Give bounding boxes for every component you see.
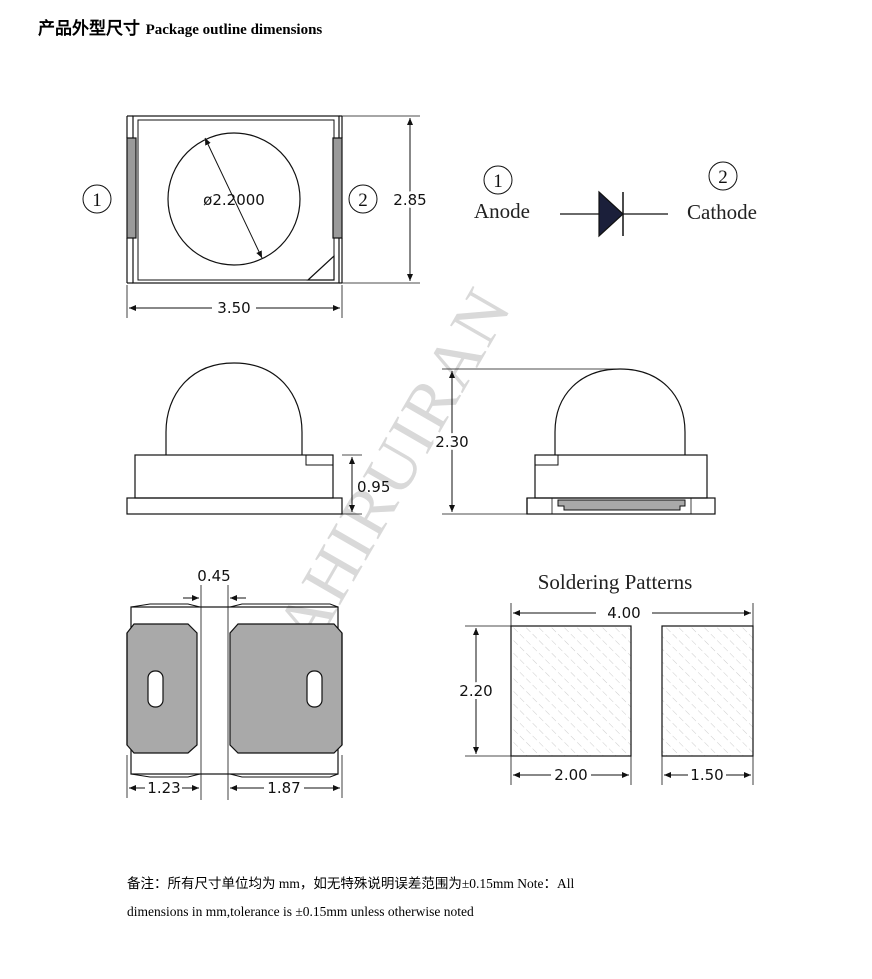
lens-circle bbox=[167, 132, 301, 266]
width-dim-label: 3.50 bbox=[217, 299, 250, 317]
soldering-patterns bbox=[465, 603, 754, 785]
overall-width-label: 4.00 bbox=[607, 604, 640, 622]
pin2-marker: 2 bbox=[358, 190, 368, 211]
right-pad-dim-label: 1.87 bbox=[267, 779, 300, 797]
body-height-label: 0.95 bbox=[357, 478, 390, 496]
symbol-pin1-number: 1 bbox=[493, 171, 503, 192]
side-base bbox=[126, 497, 343, 515]
top-view bbox=[82, 115, 420, 318]
bottom-right-slot bbox=[306, 670, 323, 708]
note-line-2: dimensions in mm,tolerance is ±0.15mm un… bbox=[127, 904, 474, 919]
solder-pad-right bbox=[661, 625, 754, 757]
side-view-left bbox=[126, 362, 362, 515]
left-pad-dim-label: 1.23 bbox=[147, 779, 180, 797]
title-english: Package outline dimensions bbox=[145, 22, 323, 38]
side-body bbox=[134, 454, 334, 499]
total-height-label: 2.30 bbox=[435, 433, 468, 451]
symbol-pin2-number: 2 bbox=[718, 167, 728, 188]
lens-diameter-label: ø2.2000 bbox=[203, 191, 265, 209]
height-dim-label: 2.85 bbox=[393, 191, 426, 209]
bottom-left-slot bbox=[147, 670, 164, 708]
soldering-title: Soldering Patterns bbox=[538, 570, 693, 594]
cathode-label: Cathode bbox=[687, 200, 757, 224]
left-pad-width-label: 2.00 bbox=[554, 766, 587, 784]
gap-dim-label: 0.45 bbox=[197, 567, 230, 585]
side-view-right bbox=[442, 368, 716, 515]
side2-pad bbox=[557, 499, 686, 511]
side2-dome bbox=[554, 368, 686, 455]
bottom-right-pad bbox=[229, 623, 343, 754]
note-line-1: 备注：所有尺寸单位均为 mm，如无特殊说明误差范围为±0.15mm Note：A… bbox=[127, 876, 575, 891]
bottom-view bbox=[126, 585, 343, 800]
diode-symbol bbox=[483, 161, 738, 238]
right-pad-width-label: 1.50 bbox=[690, 766, 723, 784]
cathode-mark bbox=[306, 254, 335, 281]
left-terminal bbox=[126, 137, 137, 239]
page-title: 产品外型尺寸 Package outline dimensions bbox=[38, 14, 322, 39]
side-dome bbox=[165, 362, 303, 455]
diameter-line bbox=[204, 137, 263, 259]
diode-triangle bbox=[598, 190, 624, 238]
title-chinese: 产品外型尺寸 bbox=[38, 19, 140, 39]
solder-pad-left bbox=[510, 625, 632, 757]
right-terminal bbox=[332, 137, 343, 239]
anode-label: Anode bbox=[474, 199, 530, 223]
side2-body bbox=[534, 454, 708, 499]
pin1-marker: 1 bbox=[92, 190, 102, 211]
solder-height-label: 2.20 bbox=[459, 682, 492, 700]
